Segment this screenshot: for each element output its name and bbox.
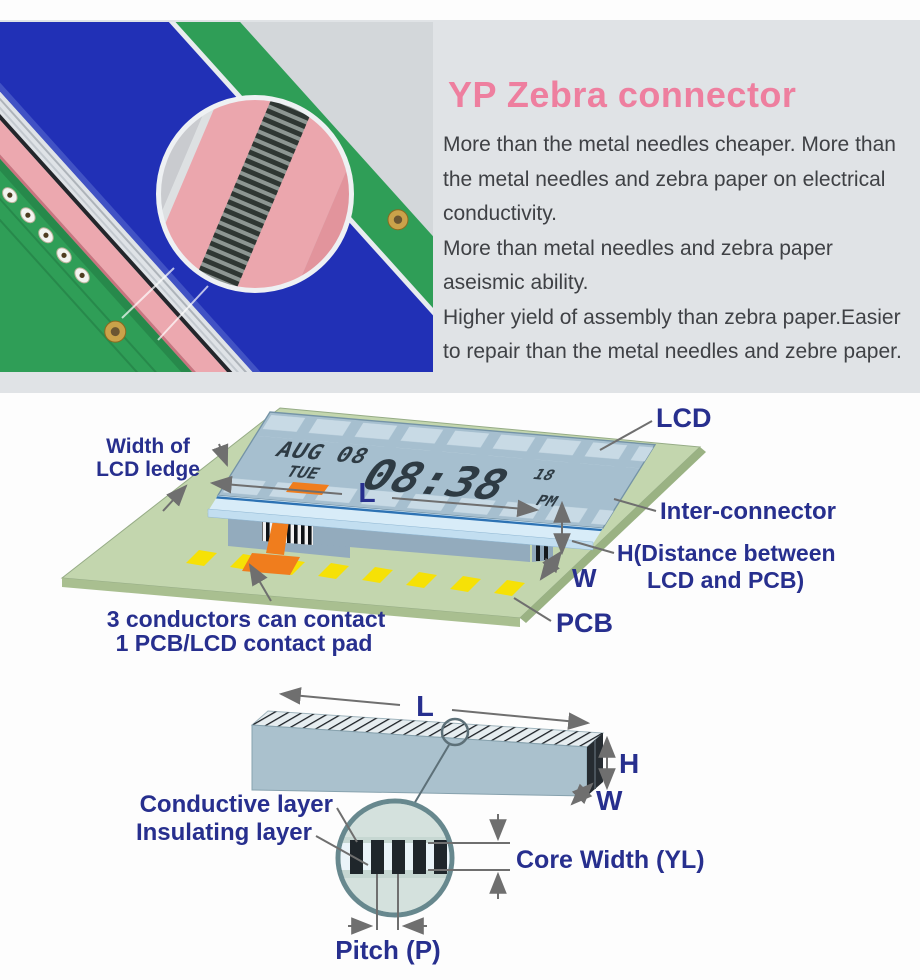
photo-zebra-strip [0,22,433,372]
strip-zoom-ring [440,717,470,747]
description-line: aseismic ability. [443,271,589,294]
label-width-w: W [572,563,597,593]
strip-conductive-bars [350,840,447,874]
description-line: the metal needles and zebra paper on ele… [443,167,886,191]
strip-labels: L H W Conductive layer Insulating layer … [136,691,705,965]
label-conductive-layer: Conductive layer [140,791,333,818]
label-conductors-line2: 1 PCB/LCD contact pad [116,630,373,656]
label-length-l: L [358,477,375,508]
strip-bar-zebra-top [252,711,603,747]
label-pcb: PCB [556,608,613,638]
assembly-diagram: AUG 08 TUE 08:38 18 PM [60,403,836,656]
label-distance-line1: H(Distance between [617,540,836,566]
photo-mounting-holes [104,209,409,343]
strip-diagram: L H W Conductive layer Insulating layer … [136,687,705,965]
description-line: More than metal needles and zebra paper [443,236,833,260]
lcd-display-day: TUE [282,463,323,483]
label-pitch: Pitch (P) [335,935,440,965]
photo-lcd-module [0,22,433,372]
label-conductors-line1: 3 conductors can contact [107,606,386,632]
label-ledge-width-line2: LCD ledge [96,458,200,481]
label-distance-line2: LCD and PCB) [647,567,804,593]
strip-dimension-lines [278,687,616,806]
assembly-labels: Width of LCD ledge L LCD Inter-connector… [96,403,836,656]
label-strip-length: L [416,691,434,723]
label-ledge-width-line1: Width of [106,435,191,458]
photo-solder-pads [2,187,90,284]
description-line: to repair than the metal needles and zeb… [443,340,902,363]
page-title: YP Zebra connector [448,74,797,115]
label-inter-connector: Inter-connector [660,498,836,525]
label-lcd: LCD [656,403,712,433]
strip-magnifier [335,798,455,918]
description-line: conductivity. [443,202,557,225]
strip-annotation-lines [315,807,510,935]
lcd-display-time: 08:38 [351,451,519,510]
lcd-module-photo [0,22,433,372]
photo-metal-frame [0,22,433,372]
label-insulating-layer: Insulating layer [136,819,312,846]
diagram-lcd-ledge [207,508,594,551]
product-description: More than the metal needles cheaper. Mor… [443,128,915,370]
photo-lcd-glass [0,22,433,372]
strip-bar [250,710,605,805]
assembly-dimension-lines [162,420,657,622]
label-core-width: Core Width (YL) [516,846,705,874]
description-line: Higher yield of assembly than zebra pape… [443,305,901,329]
photo-pcb-far-edge [30,22,433,372]
label-strip-width: W [596,785,623,816]
label-strip-height: H [619,748,639,779]
description-line: More than the metal needles cheaper. Mor… [443,133,896,156]
